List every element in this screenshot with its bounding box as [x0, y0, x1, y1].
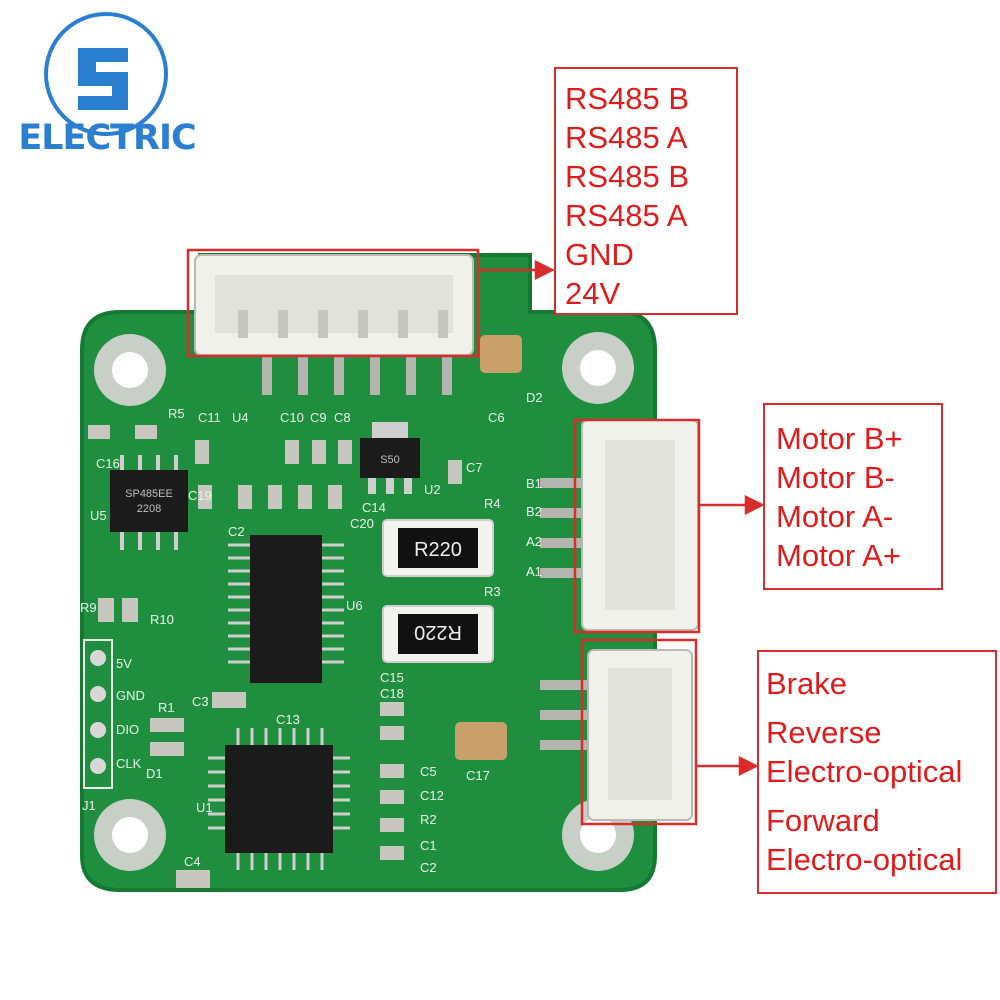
- silkscreen-labels: R5 C11 U4 C10 C9 C8 C16 U5 C19 C2 C14 U2…: [80, 390, 543, 875]
- highlight-frame-comm: [186, 248, 480, 358]
- silk-label: C13: [276, 712, 300, 727]
- logo-ring: [44, 12, 168, 136]
- silk-label: C14: [362, 500, 386, 515]
- rs485-ic-u5: SP485EE 2208: [110, 455, 188, 550]
- silk-label: C19: [188, 488, 212, 503]
- comm-connector: [194, 254, 474, 395]
- silk-label: R10: [150, 612, 174, 627]
- silk-label: D1: [146, 766, 163, 781]
- silk-label: A1: [526, 564, 542, 579]
- comm-label-line: RS485 B: [565, 159, 690, 194]
- brand-logo: [44, 12, 168, 136]
- pcb-board: [80, 253, 657, 892]
- sense-resistor-r4: R220: [382, 519, 494, 577]
- silk-label: C20: [350, 516, 374, 531]
- motor-label-line: Motor A-: [776, 499, 894, 534]
- resistor-marking: R220: [414, 539, 462, 561]
- arrow-head: [738, 755, 759, 777]
- header-j1: [83, 639, 113, 789]
- motor-label-line: Motor B+: [776, 421, 903, 456]
- regulator-u2: S50: [360, 422, 420, 494]
- comm-label-line: RS485 B: [565, 81, 690, 116]
- highlight-frame-input: [580, 638, 698, 826]
- silk-label: A2: [526, 534, 542, 549]
- input-label-line: Electro-optical: [766, 754, 963, 789]
- silk-label: C1: [420, 838, 437, 853]
- silk-label: C12: [420, 788, 444, 803]
- motor-label-line: Motor A+: [776, 538, 901, 573]
- logo-text: ELECTRIC: [18, 118, 196, 158]
- silk-label: C15: [380, 670, 404, 685]
- silk-label: C5: [420, 764, 437, 779]
- smd-passives: [88, 425, 462, 888]
- silk-label: U4: [232, 410, 249, 425]
- chip-marking: 2208: [137, 503, 161, 515]
- silk-label: C2: [420, 860, 437, 875]
- resistor-marking: R220: [414, 621, 462, 643]
- silk-label: U1: [196, 800, 213, 815]
- input-label-line: Reverse: [766, 715, 882, 750]
- silk-label: C8: [334, 410, 351, 425]
- silk-label: C4: [184, 854, 201, 869]
- silk-label: C6: [488, 410, 505, 425]
- silk-label: R2: [420, 812, 437, 827]
- comm-label-line: 24V: [565, 276, 621, 311]
- capacitor-c17: [455, 722, 507, 760]
- silk-label: U6: [346, 598, 363, 613]
- silk-label: B1: [526, 476, 542, 491]
- input-label-box: Brake Reverse Electro-optical Forward El…: [757, 650, 997, 894]
- input-label-line: Brake: [766, 666, 847, 701]
- arrow-head: [744, 494, 765, 516]
- comm-label-line: RS485 A: [565, 120, 688, 155]
- logo-s-mark: [78, 48, 128, 110]
- arrow-head: [534, 259, 555, 281]
- silk-label: DIO: [116, 722, 139, 737]
- input-label-line: Electro-optical: [766, 842, 963, 877]
- silk-label: R4: [484, 496, 501, 511]
- mounting-holes: [94, 332, 634, 871]
- silk-label: R3: [484, 584, 501, 599]
- highlight-frames: [186, 248, 701, 826]
- silk-label: CLK: [116, 756, 142, 771]
- input-label-line: Forward: [766, 803, 880, 838]
- sense-resistor-r3: R220: [382, 605, 494, 663]
- chip-marking: SP485EE: [125, 488, 173, 500]
- callout-arrows: [478, 259, 765, 777]
- comm-label-line: RS485 A: [565, 198, 688, 233]
- motor-label-line: Motor B-: [776, 460, 895, 495]
- silk-label: C10: [280, 410, 304, 425]
- capacitor-c6: [480, 335, 522, 373]
- silk-label: D2: [526, 390, 543, 405]
- silk-label: R1: [158, 700, 175, 715]
- driver-ic-u6: [228, 535, 344, 683]
- chip-marking: S50: [380, 454, 400, 466]
- motor-label-box: Motor B+ Motor B- Motor A- Motor A+: [763, 403, 943, 590]
- silk-label: J1: [82, 798, 96, 813]
- silk-label: GND: [116, 688, 145, 703]
- highlight-frame-motor: [573, 418, 701, 634]
- silk-label: C9: [310, 410, 327, 425]
- silk-label: U2: [424, 482, 441, 497]
- silk-label: C16: [96, 456, 120, 471]
- silk-label: C11: [198, 410, 221, 425]
- input-connector: [540, 649, 693, 821]
- silk-label: R9: [80, 600, 97, 615]
- silk-label: 5V: [116, 656, 132, 671]
- silk-label: B2: [526, 504, 542, 519]
- silk-label: C7: [466, 460, 483, 475]
- comm-label-line: GND: [565, 237, 634, 272]
- silk-label: U5: [90, 508, 107, 523]
- silk-label: C18: [380, 686, 404, 701]
- silk-label: C3: [192, 694, 209, 709]
- silk-label: C2: [228, 524, 245, 539]
- comm-label-box: RS485 B RS485 A RS485 B RS485 A GND 24V: [554, 67, 738, 315]
- silk-label: R5: [168, 406, 185, 421]
- silk-label: C17: [466, 768, 490, 783]
- mcu-u1: [208, 728, 350, 870]
